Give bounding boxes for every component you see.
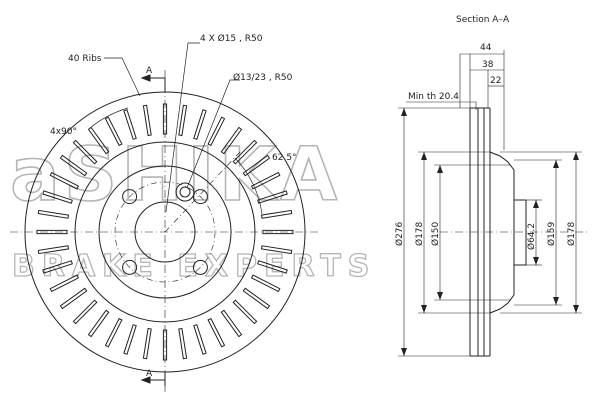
spacing-arc [89,107,129,129]
section-mark-bottom: A [146,369,153,379]
locating-hole-inner [179,186,191,198]
section-arrow-top-head [140,74,151,82]
bolt-leader [165,42,200,213]
cooling-rib [37,245,70,255]
front-center-lines [10,70,320,392]
cooling-rib [123,109,137,140]
cooling-rib [123,324,137,355]
cooling-rib [59,154,88,177]
cooling-rib [87,309,110,338]
bolt-hole [192,189,208,205]
bolt-hole [122,259,138,275]
dim-150: Ø150 [430,221,441,246]
hat-wall [489,151,515,314]
cooling-rib [232,139,258,165]
section-marks [140,74,166,386]
arrow-178-top [421,152,427,160]
cooling-rib [257,190,288,204]
cooling-rib [178,104,188,137]
ribs-leader [104,57,141,97]
cooling-rib [260,245,293,255]
cooling-rib [49,171,80,190]
cooling-rib [220,126,243,155]
cooling-rib [162,103,168,135]
cooling-rib [260,209,293,219]
section-mark-top: A [146,66,153,76]
front-leaders [89,42,263,233]
watermark: aSHIKA BRAKE EXPERTS [9,131,376,284]
cooling-rib [72,139,98,165]
angle-arc [234,157,263,215]
arrow-150-top [437,165,443,173]
cooling-rib [37,209,70,219]
arrow-64-top [533,200,539,208]
min-thickness-leader [406,101,477,110]
dimension-arrowheads [401,108,579,356]
dim-178-left: Ø178 [414,221,425,246]
dim-178-right: Ø178 [566,221,577,246]
cooling-rib [87,126,110,155]
hole-label: Ø13/23 , R50 [233,72,293,83]
arrow-276-top [401,108,407,116]
cooling-rib [162,329,168,361]
cooling-rib [104,116,123,147]
dim-159: Ø159 [546,221,557,246]
hole-leader [186,79,240,189]
cooling-rib [36,229,68,235]
arrow-178r-bottom [573,305,579,313]
angle-label: 62.5° [272,153,297,163]
cooling-rib [193,109,207,140]
cooling-rib [250,274,281,293]
cooling-rib [232,299,258,325]
section-title: Section A–A [456,15,510,25]
arrow-159-top [553,160,559,168]
bolt-label: 4 X Ø15 , R50 [200,33,263,44]
dim-44: 44 [480,43,492,53]
cooling-ribs [36,103,294,361]
arrow-64-bottom [533,257,539,265]
cooling-rib [242,154,271,177]
arrow-276-bottom [401,348,407,356]
arrow-178r-top [573,152,579,160]
ribs-label: 40 Ribs [68,54,102,64]
spacing-label: 4x90° [50,127,77,137]
cooling-rib [59,287,88,310]
arrow-178-bottom [421,305,427,313]
section-arrow-bottom-head [140,376,151,384]
cooling-rib [178,327,188,360]
cooling-rib [193,324,207,355]
cooling-rib [262,229,294,235]
bolt-hole [192,259,208,275]
watermark-brand: aSHIKA [10,132,341,218]
cooling-rib [207,317,226,348]
bolt-hole [122,189,138,205]
arrow-159-bottom [553,297,559,305]
cooling-rib [49,274,80,293]
min-thickness-label: Min th 20.4 [408,92,459,102]
bolt-holes [122,189,208,275]
cooling-rib [142,327,152,360]
cooling-rib [220,309,243,338]
dim-22: 22 [490,76,501,86]
section-dimension-lines [398,50,582,357]
cooling-rib [42,190,73,204]
cooling-rib [104,317,123,348]
cooling-rib [207,116,226,147]
cooling-rib [250,171,281,190]
cooling-rib [72,299,98,325]
dim-64: Ø64.2 [526,223,537,250]
arrow-150-bottom [437,292,443,300]
dim-38: 38 [482,60,494,70]
angle-ray [164,151,241,233]
cooling-rib [257,260,288,274]
watermark-tagline: BRAKE EXPERTS [12,249,376,284]
cooling-rib [42,260,73,274]
dim-276: Ø276 [394,221,405,246]
locating-hole [175,182,195,202]
cooling-rib [142,104,152,137]
cooling-rib [242,287,271,310]
